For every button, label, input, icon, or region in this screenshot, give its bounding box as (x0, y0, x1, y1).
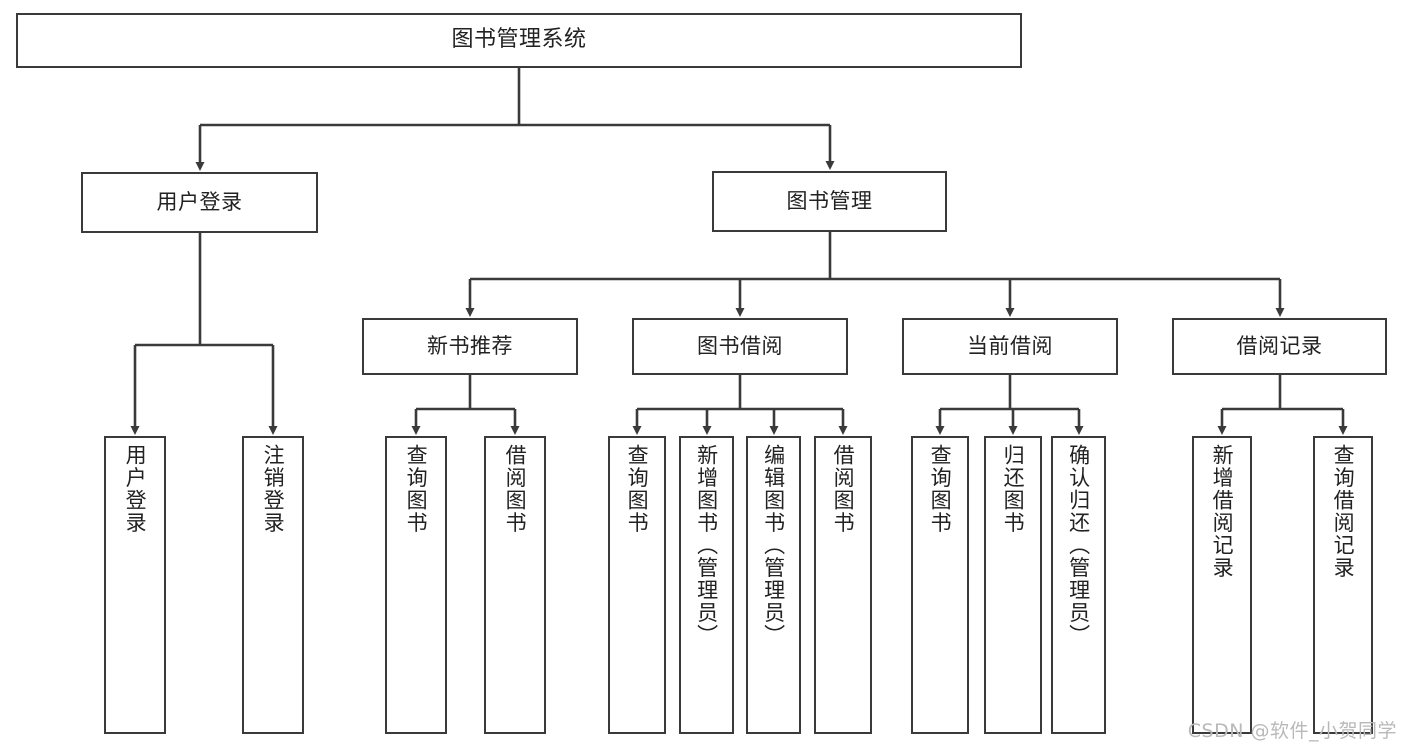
node-label: 用户登录 (156, 189, 243, 214)
node-l_q2[interactable]: 查询图书 (608, 436, 666, 734)
node-l_b2[interactable]: 借阅图书 (814, 436, 872, 734)
node-label: 借阅图书 (831, 444, 856, 534)
node-book_mgmt[interactable]: 图书管理 (712, 171, 947, 232)
watermark-label: CSDN @软件_小贺同学 (1187, 720, 1397, 742)
node-label: 图书管理系统 (451, 27, 587, 53)
node-label: 注销登录 (261, 444, 286, 534)
node-l_cret[interactable]: 确认归还（管理员） (1051, 436, 1106, 734)
node-label: 查询图书 (404, 444, 429, 534)
node-label: 用户登录 (123, 444, 148, 534)
node-label: 图书管理 (786, 188, 873, 213)
node-l_ret[interactable]: 归还图书 (984, 436, 1042, 734)
node-l_qlog[interactable]: 查询借阅记录 (1313, 436, 1373, 734)
node-root[interactable]: 图书管理系统 (16, 13, 1022, 68)
node-new_rec[interactable]: 新书推荐 (362, 318, 578, 375)
node-label: 编辑图书（管理员） (761, 444, 786, 647)
node-borrow_log[interactable]: 借阅记录 (1172, 318, 1387, 375)
node-label: 新增图书（管理员） (694, 444, 719, 647)
node-book_borrow[interactable]: 图书借阅 (632, 318, 848, 375)
node-label: 查询图书 (625, 444, 650, 534)
node-label: 借阅图书 (503, 444, 528, 534)
node-label: 查询借阅记录 (1331, 444, 1356, 579)
node-label: 查询图书 (928, 444, 953, 534)
node-label: 新增借阅记录 (1210, 444, 1235, 579)
node-label: 新书推荐 (427, 333, 513, 358)
node-l_add[interactable]: 新增图书（管理员） (679, 436, 734, 734)
node-l_login[interactable]: 用户登录 (104, 436, 166, 734)
node-l_logout[interactable]: 注销登录 (242, 436, 304, 734)
node-user_login[interactable]: 用户登录 (81, 172, 318, 233)
node-cur_borrow[interactable]: 当前借阅 (902, 318, 1118, 375)
node-l_edit[interactable]: 编辑图书（管理员） (746, 436, 801, 734)
node-label: 归还图书 (1001, 444, 1026, 534)
node-l_b1[interactable]: 借阅图书 (484, 436, 546, 734)
node-label: 借阅记录 (1236, 333, 1323, 358)
node-label: 图书借阅 (697, 333, 783, 358)
node-l_q3[interactable]: 查询图书 (911, 436, 969, 734)
node-label: 确认归还（管理员） (1066, 444, 1091, 647)
node-label: 当前借阅 (967, 333, 1053, 358)
node-l_q1[interactable]: 查询图书 (385, 436, 447, 734)
node-l_addlog[interactable]: 新增借阅记录 (1192, 436, 1252, 734)
